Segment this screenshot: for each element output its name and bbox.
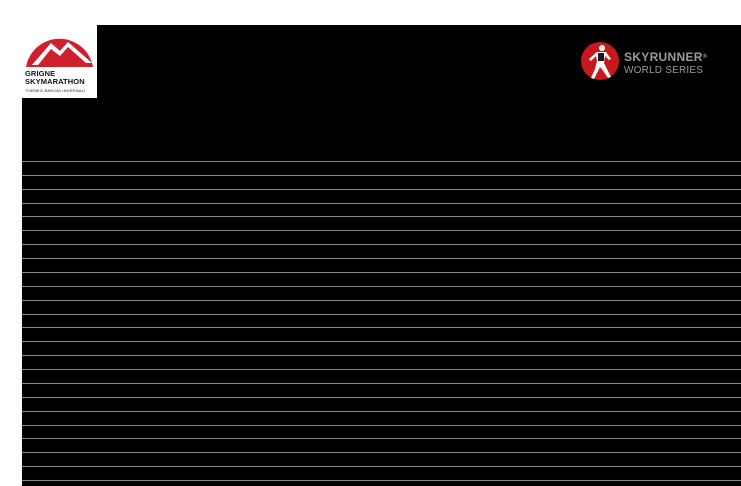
grigne-skymarathon-logo: GRIGNE SKYMARATHON TORNEO BARONI INVERNA… xyxy=(22,25,97,98)
table-row-rule xyxy=(22,327,741,328)
skyrunner-subtitle: WORLD SERIES xyxy=(624,65,704,76)
table-row-rule xyxy=(22,189,741,190)
table-row-rule xyxy=(22,244,741,245)
table-row-rule xyxy=(22,230,741,231)
skyrunner-title: SKYRUNNER® xyxy=(624,51,707,64)
table-row-rule xyxy=(22,383,741,384)
table-row-rule xyxy=(22,452,741,453)
table-row-rule xyxy=(22,425,741,426)
results-sheet: GRIGNE SKYMARATHON TORNEO BARONI INVERNA… xyxy=(22,25,741,486)
table-row-rule xyxy=(22,355,741,356)
table-row-rule xyxy=(22,203,741,204)
grigne-title: GRIGNE SKYMARATHON xyxy=(25,70,85,86)
table-row-rule xyxy=(22,466,741,467)
table-row-rule xyxy=(22,369,741,370)
skyrunner-world-series-logo: SKYRUNNER® WORLD SERIES xyxy=(580,39,720,85)
grigne-title-line2: SKYMARATHON xyxy=(25,77,85,86)
table-row-rule xyxy=(22,438,741,439)
table-row-rule xyxy=(22,161,741,162)
table-row-rule xyxy=(22,175,741,176)
registered-mark: ® xyxy=(702,54,708,60)
mountain-icon xyxy=(26,38,93,67)
table-row-rule xyxy=(22,286,741,287)
table-row-rule xyxy=(22,300,741,301)
runner-icon xyxy=(581,42,619,80)
table-row-rule xyxy=(22,341,741,342)
skyrunner-title-text: SKYRUNNER xyxy=(624,50,703,64)
table-row-rule xyxy=(22,411,741,412)
table-row-rule xyxy=(22,272,741,273)
table-row-rule xyxy=(22,397,741,398)
table-row-rule xyxy=(22,216,741,217)
grigne-tagline: TORNEO BARONI INVERNALI xyxy=(25,88,86,93)
table-row-rule xyxy=(22,258,741,259)
table-row-rule xyxy=(22,480,741,481)
table-row-rule xyxy=(22,314,741,315)
grigne-title-line1: GRIGNE xyxy=(25,69,56,78)
